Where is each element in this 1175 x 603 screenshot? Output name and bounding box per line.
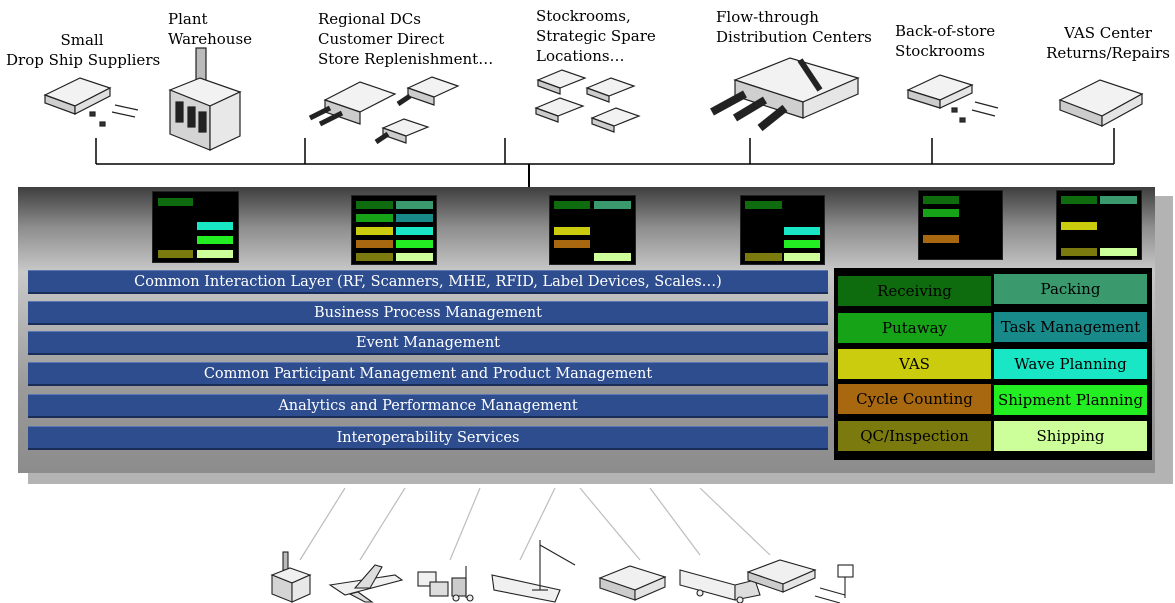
module-wave-planning: Wave Planning [994,349,1147,379]
label-vas-center: VAS Center Returns/Repairs [1042,23,1174,63]
ship-crane-icon [491,540,576,603]
label-line: Store Replenishment… [318,50,494,68]
bottom-fan-lines [299,487,771,561]
store-small-icon [746,559,854,603]
vas-center-icon [1058,79,1144,128]
label-line: Back-of-store [895,22,996,40]
label-back-of-store: Back-of-store Stockrooms [895,21,995,61]
factory-small-icon [270,551,312,603]
label-line: Distribution Centers [716,28,872,46]
label-line: VAS Center [1064,24,1152,42]
module-thumbnail [152,191,239,263]
layer-common-interaction: Common Interaction Layer (RF, Scanners, … [28,270,828,294]
module-shipping: Shipping [994,421,1147,451]
module-thumbnail [1056,190,1142,260]
label-flow-through: Flow-through Distribution Centers [716,7,872,47]
label-line: Locations… [536,47,625,65]
label-line: Drop Ship Suppliers [6,51,161,69]
airplane-icon [328,564,404,603]
back-of-store-icon [906,74,999,123]
stockroom-boxes-icon [534,69,641,133]
module-task-management: Task Management [994,312,1147,342]
module-grid: Receiving Packing Putaway Task Managemen… [834,268,1152,460]
label-stockrooms: Stockrooms, Strategic Spare Locations… [536,6,656,66]
small-store-icon [43,77,139,127]
module-thumbnail [351,195,437,265]
warehouse-small-icon [598,565,667,601]
module-thumbnail [918,190,1003,260]
label-line: Regional DCs [318,10,421,28]
layer-event-management: Event Management [28,331,828,355]
regional-dc-icon [308,76,460,145]
label-line: Small [60,31,104,49]
label-line: Flow-through [716,8,819,26]
label-line: Strategic Spare [536,27,656,45]
module-shipment-planning: Shipment Planning [994,385,1147,415]
factory-icon [168,47,242,151]
module-qc-inspection: QC/Inspection [838,421,991,451]
module-receiving: Receiving [838,276,991,306]
module-vas: VAS [838,349,991,379]
module-thumbnail [549,195,636,265]
forklift-boxes-icon [417,566,474,602]
layer-analytics-performance: Analytics and Performance Management [28,394,828,418]
module-packing: Packing [994,274,1147,304]
label-line: Customer Direct [318,30,445,48]
layer-participant-product-management: Common Participant Management and Produc… [28,362,828,386]
label-line: Returns/Repairs [1046,44,1170,62]
label-regional-dcs: Regional DCs Customer Direct Store Reple… [318,9,493,69]
label-plant-warehouse: Plant Warehouse [168,9,252,49]
truck-icon [679,569,761,603]
flow-through-dc-icon [710,57,860,132]
label-line: Stockrooms [895,42,985,60]
layer-business-process-management: Business Process Management [28,301,828,325]
layer-interoperability-services: Interoperability Services [28,426,828,450]
connector-lines [95,128,1115,188]
module-putaway: Putaway [838,313,991,343]
module-cycle-counting: Cycle Counting [838,384,991,414]
module-thumbnail [740,195,825,265]
label-line: Plant [168,10,208,28]
bottom-icons [270,540,854,603]
label-line: Warehouse [168,30,253,48]
label-line: Stockrooms, [536,7,631,25]
label-small-drop-ship-suppliers: Small Drop Ship Suppliers [6,30,161,70]
